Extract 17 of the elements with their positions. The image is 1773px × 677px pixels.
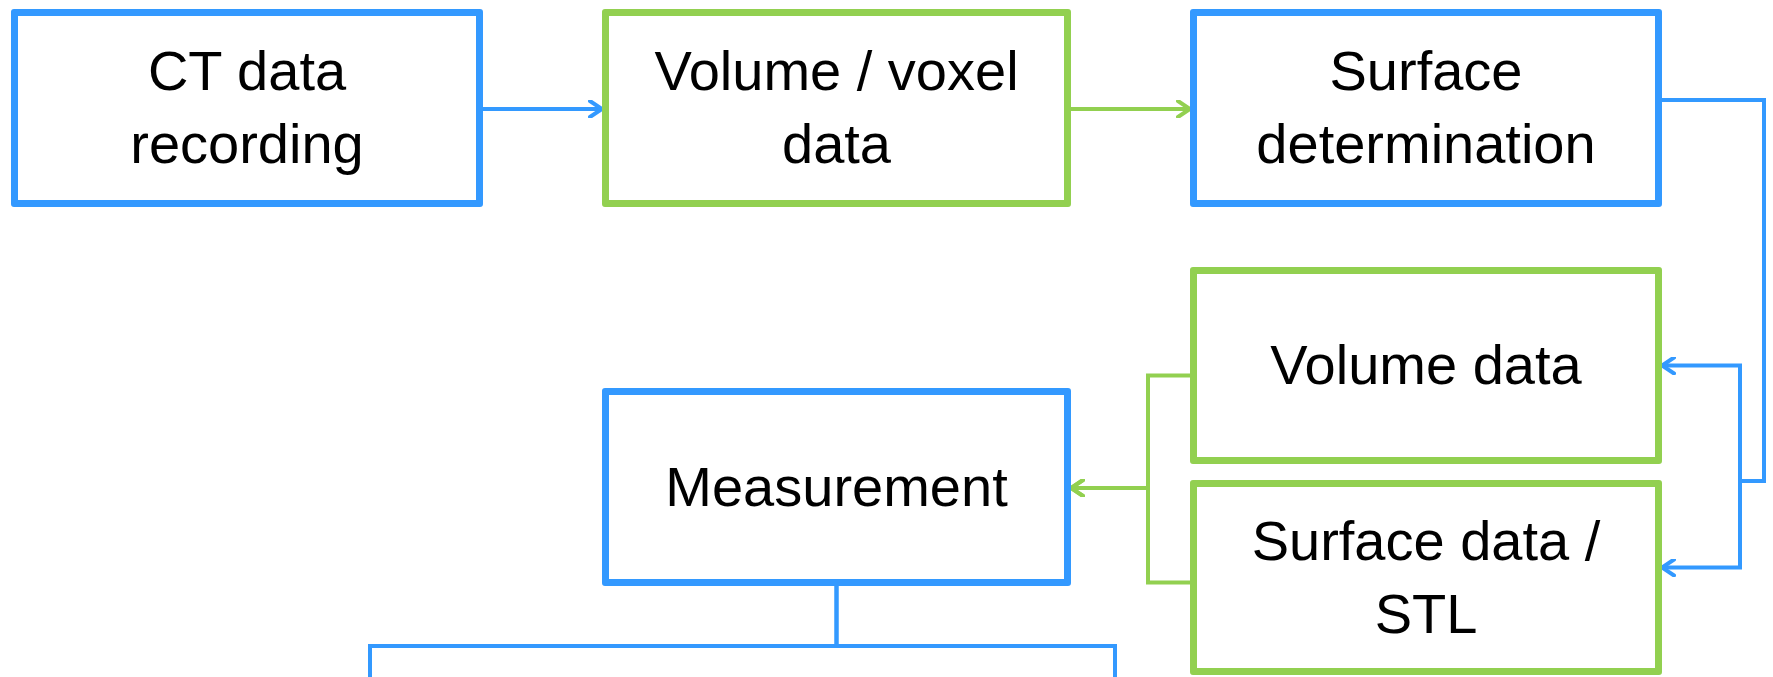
process-box	[1190, 267, 1662, 464]
box-label: Volume data	[1270, 332, 1582, 399]
arrow	[1660, 98, 1766, 578]
box-label: Measurement	[665, 453, 1008, 520]
process-box	[1190, 480, 1662, 675]
box-label: Surface data / STL	[1250, 507, 1602, 647]
process-box	[11, 9, 483, 207]
process-box	[602, 388, 1071, 586]
box-label: Volume / voxel data	[653, 38, 1020, 177]
process-box	[1190, 9, 1662, 207]
arrow	[1071, 99, 1192, 119]
box-label: CT data recording	[129, 38, 365, 177]
connector-line	[834, 586, 1117, 677]
arrow	[483, 99, 604, 119]
arrow	[1069, 478, 1190, 585]
box-label: Surface determination	[1255, 38, 1597, 177]
process-box	[602, 9, 1071, 207]
